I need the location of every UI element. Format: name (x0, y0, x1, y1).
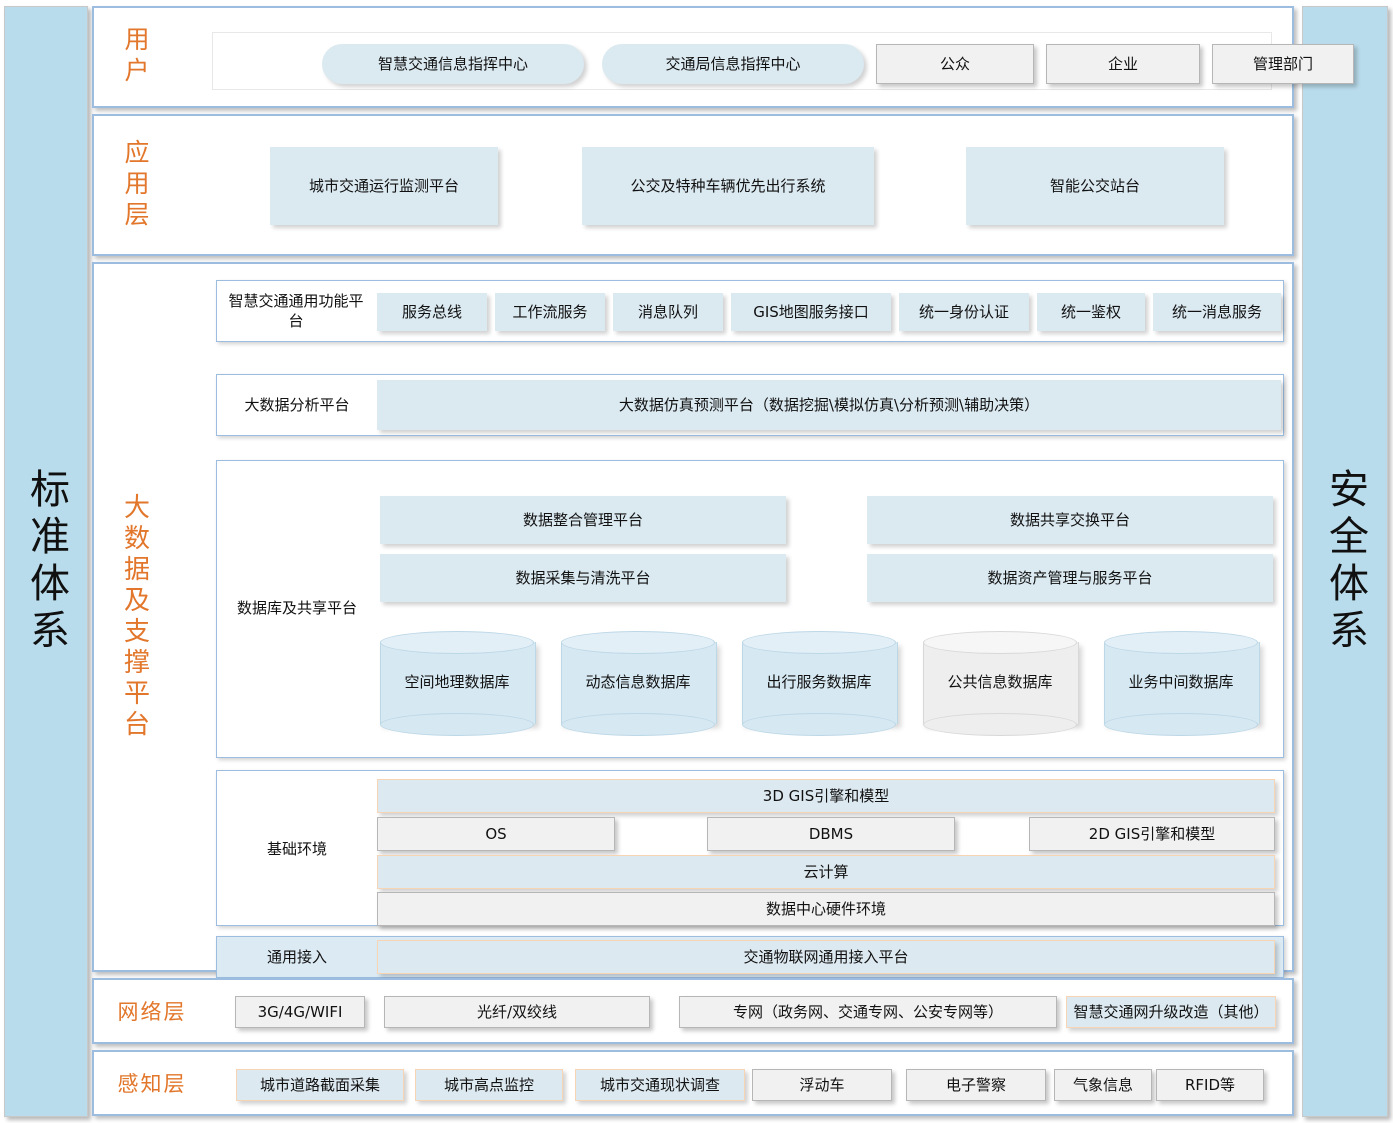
analysis-platform-label: 大数据分析平台 (244, 395, 350, 414)
app-item-smart-bus-station[interactable]: 智能公交站台 (966, 147, 1224, 225)
layer-perception-label: 感知层 (117, 1072, 187, 1096)
user-item-traffic-bureau-command-center[interactable]: 交通局信息指挥中心 (602, 44, 864, 84)
universal-access-label: 通用接入 (266, 947, 327, 966)
cylinder-top (923, 631, 1077, 654)
common-platform-item-unified-identity-auth[interactable]: 统一身份认证 (899, 293, 1029, 331)
infrastructure-item-dbms[interactable]: DBMS (707, 817, 955, 851)
cylinder-label: 业务中间数据库 (1128, 672, 1234, 691)
layer-bigdata-support: 大数据及支撑平台 智慧交通通用功能平台 服务总线 工作流服务 消息队列 GIS地… (92, 262, 1294, 978)
panel-common-function-platform: 智慧交通通用功能平台 服务总线 工作流服务 消息队列 GIS地图服务接口 统一身… (216, 280, 1284, 342)
layer-user: 用户 智慧交通信息指挥中心 交通局信息指挥中心 公众 企业 管理部门 (92, 6, 1354, 108)
database-platform-box-data-integration-management[interactable]: 数据整合管理平台 (380, 496, 786, 544)
cylinder-body (380, 642, 536, 724)
common-platform-item-workflow-service[interactable]: 工作流服务 (495, 293, 605, 331)
perception-item-high-point-monitoring[interactable]: 城市高点监控 (415, 1069, 563, 1101)
cylinder-bottom (380, 713, 534, 736)
panel-infrastructure: 基础环境 3D GIS引擎和模型 OS DBMS 2D GIS引擎和模型 云计算… (216, 770, 1284, 926)
perception-item-road-section-collection[interactable]: 城市道路截面采集 (236, 1069, 404, 1101)
common-platform-item-gis-map-service-api[interactable]: GIS地图服务接口 (731, 293, 891, 331)
cylinder-top (380, 631, 534, 654)
database-platform-box-data-collection-cleaning[interactable]: 数据采集与清洗平台 (380, 554, 786, 602)
cylinder-body (1104, 642, 1260, 724)
sidebar-left-label: 标准体系 (23, 467, 69, 656)
perception-item-floating-car[interactable]: 浮动车 (752, 1069, 892, 1101)
network-item-private-network[interactable]: 专网（政务网、交通专网、公安专网等） (679, 996, 1057, 1028)
database-cylinder-dynamic-information[interactable]: 动态信息数据库 (561, 631, 717, 736)
sidebar-right-label: 安全体系 (1322, 467, 1368, 656)
common-platform-item-service-bus[interactable]: 服务总线 (377, 293, 487, 331)
cylinder-top (742, 631, 896, 654)
database-cylinder-business-intermediate[interactable]: 业务中间数据库 (1104, 631, 1260, 736)
sidebar-standard-system: 标准体系 (4, 6, 88, 1117)
cylinder-bottom (923, 713, 1077, 736)
cylinder-label: 空间地理数据库 (404, 672, 510, 691)
layer-user-label-wrap: 用户 (94, 8, 176, 106)
perception-item-traffic-status-survey[interactable]: 城市交通现状调查 (575, 1069, 745, 1101)
infrastructure-label: 基础环境 (266, 839, 327, 858)
network-item-fiber-twisted-pair[interactable]: 光纤/双绞线 (384, 996, 650, 1028)
infrastructure-item-datacenter-hardware-environment[interactable]: 数据中心硬件环境 (377, 892, 1275, 926)
network-item-3g-4g-wifi[interactable]: 3G/4G/WIFI (235, 996, 365, 1028)
layer-user-label: 用户 (121, 26, 150, 88)
common-platform-item-unified-message-service[interactable]: 统一消息服务 (1153, 293, 1281, 331)
user-item-management-department[interactable]: 管理部门 (1212, 44, 1354, 84)
database-platform-label: 数据库及共享平台 (236, 598, 357, 617)
layer-perception: 感知层 城市道路截面采集 城市高点监控 城市交通现状调查 浮动车 电子警察 气象… (92, 1050, 1294, 1116)
layer-network: 网络层 3G/4G/WIFI 光纤/双绞线 专网（政务网、交通专网、公安专网等）… (92, 978, 1294, 1044)
infrastructure-item-cloud-computing[interactable]: 云计算 (377, 855, 1275, 889)
cylinder-label: 出行服务数据库 (766, 672, 872, 691)
database-cylinder-spatial-geographic[interactable]: 空间地理数据库 (380, 631, 536, 736)
layer-application: 应用层 城市交通运行监测平台 公交及特种车辆优先出行系统 智能公交站台 (92, 114, 1294, 256)
universal-access-item-iot-access-platform[interactable]: 交通物联网通用接入平台 (377, 940, 1275, 974)
cylinder-top (1104, 631, 1258, 654)
network-item-smart-traffic-network-upgrade[interactable]: 智慧交通网升级改造（其他） (1066, 996, 1276, 1028)
analysis-platform-item-simulation-prediction[interactable]: 大数据仿真预测平台（数据挖掘\模拟仿真\分析预测\辅助决策） (377, 380, 1281, 430)
layer-perception-label-wrap: 感知层 (94, 1052, 210, 1114)
common-platform-item-message-queue[interactable]: 消息队列 (613, 293, 723, 331)
perception-item-electronic-police[interactable]: 电子警察 (906, 1069, 1046, 1101)
panel-database-share-platform: 数据库及共享平台 数据整合管理平台 数据共享交换平台 数据采集与清洗平台 数据资… (216, 460, 1284, 758)
app-item-bus-priority-system[interactable]: 公交及特种车辆优先出行系统 (582, 147, 874, 225)
sidebar-security-system: 安全体系 (1302, 6, 1388, 1117)
panel-bigdata-analysis-platform: 大数据分析平台 大数据仿真预测平台（数据挖掘\模拟仿真\分析预测\辅助决策） (216, 374, 1284, 436)
user-item-enterprise[interactable]: 企业 (1046, 44, 1200, 84)
layer-application-label-wrap: 应用层 (94, 116, 176, 254)
cylinder-bottom (1104, 713, 1258, 736)
infrastructure-item-os[interactable]: OS (377, 817, 615, 851)
layer-network-label: 网络层 (117, 1000, 187, 1024)
infrastructure-item-2d-gis-engine-model[interactable]: 2D GIS引擎和模型 (1029, 817, 1275, 851)
cylinder-body (923, 642, 1079, 724)
database-platform-box-data-sharing-exchange[interactable]: 数据共享交换平台 (867, 496, 1273, 544)
database-platform-box-data-asset-management-service[interactable]: 数据资产管理与服务平台 (867, 554, 1273, 602)
user-item-public[interactable]: 公众 (876, 44, 1034, 84)
layer-bigdata-label: 大数据及支撑平台 (119, 493, 150, 741)
cylinder-label: 动态信息数据库 (585, 672, 691, 691)
cylinder-label: 公共信息数据库 (947, 672, 1053, 691)
database-cylinder-public-information[interactable]: 公共信息数据库 (923, 631, 1079, 736)
layer-application-label: 应用层 (121, 138, 150, 232)
common-platform-item-unified-authorization[interactable]: 统一鉴权 (1037, 293, 1145, 331)
database-cylinder-travel-service[interactable]: 出行服务数据库 (742, 631, 898, 736)
panel-universal-access: 通用接入 交通物联网通用接入平台 (216, 936, 1284, 978)
layer-bigdata-label-wrap: 大数据及支撑平台 (94, 264, 176, 970)
cylinder-bottom (561, 713, 715, 736)
perception-item-rfid[interactable]: RFID等 (1156, 1069, 1264, 1101)
perception-item-weather-information[interactable]: 气象信息 (1054, 1069, 1152, 1101)
cylinder-top (561, 631, 715, 654)
common-platform-label: 智慧交通通用功能平台 (228, 291, 364, 330)
layer-network-label-wrap: 网络层 (94, 980, 210, 1042)
infrastructure-item-3d-gis-engine-model[interactable]: 3D GIS引擎和模型 (377, 779, 1275, 813)
cylinder-bottom (742, 713, 896, 736)
cylinder-body (742, 642, 898, 724)
user-item-smart-traffic-command-center[interactable]: 智慧交通信息指挥中心 (322, 44, 584, 84)
cylinder-body (561, 642, 717, 724)
app-item-city-traffic-monitoring-platform[interactable]: 城市交通运行监测平台 (270, 147, 498, 225)
